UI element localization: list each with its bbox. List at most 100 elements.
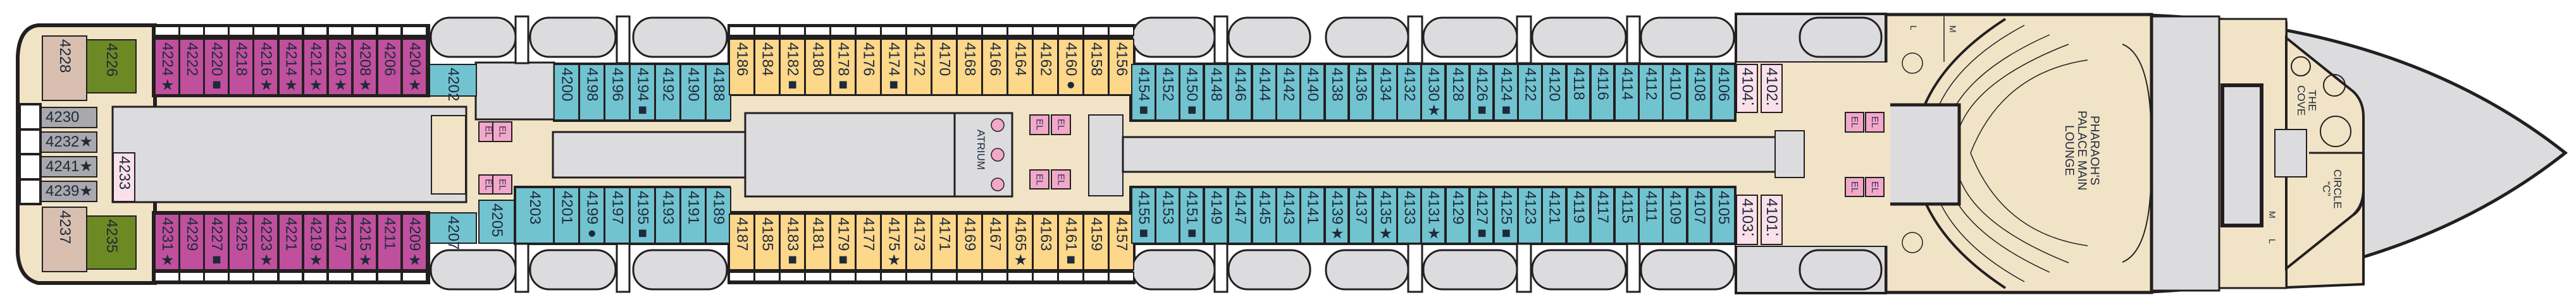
cabin-4187[interactable]: 4187 <box>729 214 755 270</box>
cabin-4108[interactable]: 4108 <box>1687 64 1712 121</box>
cabin-4176[interactable]: 4176 <box>855 39 881 95</box>
cabin-4111[interactable]: 4111 <box>1638 187 1663 244</box>
cabin-4132[interactable]: 4132 <box>1397 64 1421 121</box>
cabin-4141[interactable]: 4141 <box>1300 187 1325 244</box>
cabin-4182[interactable]: 4182■ <box>779 39 805 95</box>
cabin-4233[interactable]: 4233 <box>113 152 135 202</box>
cabin-4155[interactable]: 4155■ <box>1131 187 1156 244</box>
cabin-4169[interactable]: 4169 <box>957 214 982 270</box>
cabin-4121[interactable]: 4121 <box>1542 187 1567 244</box>
cabin-4219[interactable]: 4219★ <box>302 214 328 270</box>
cabin-4183[interactable]: 4183■ <box>779 214 805 270</box>
cabin-4174[interactable]: 4174■ <box>881 39 907 95</box>
cabin-4239[interactable]: 4239★ <box>40 181 97 202</box>
cabin-4115[interactable]: 4115 <box>1614 187 1639 244</box>
cabin-4135[interactable]: 4135★ <box>1373 187 1397 244</box>
cabin-4228[interactable]: 4228 <box>42 35 87 101</box>
cabin-4191[interactable]: 4191 <box>680 187 706 244</box>
cabin-4221[interactable]: 4221 <box>278 214 303 270</box>
cabin-4118[interactable]: 4118 <box>1566 64 1591 121</box>
cabin-4216[interactable]: 4216★ <box>253 39 278 95</box>
cabin-4101[interactable]: 4101⁚ <box>1760 195 1783 245</box>
cabin-4134[interactable]: 4134 <box>1373 64 1397 121</box>
cabin-4138[interactable]: 4138 <box>1324 64 1349 121</box>
cabin-4163[interactable]: 4163 <box>1032 214 1058 270</box>
cabin-4162[interactable]: 4162 <box>1032 39 1058 95</box>
cabin-4232[interactable]: 4232★ <box>40 131 97 153</box>
cabin-4107[interactable]: 4107 <box>1687 187 1712 244</box>
cabin-4209[interactable]: 4209★ <box>402 214 427 270</box>
cabin-4144[interactable]: 4144 <box>1252 64 1277 121</box>
cabin-4149[interactable]: 4149 <box>1203 187 1229 244</box>
cabin-4194[interactable]: 4194■ <box>629 64 655 121</box>
cabin-4212[interactable]: 4212★ <box>302 39 328 95</box>
cabin-4127[interactable]: 4127■ <box>1469 187 1494 244</box>
cabin-4114[interactable]: 4114 <box>1614 64 1639 121</box>
cabin-4102[interactable]: 4102⁚ <box>1760 64 1783 113</box>
cabin-4195[interactable]: 4195■ <box>629 187 655 244</box>
cabin-4188[interactable]: 4188 <box>705 64 731 121</box>
cabin-4122[interactable]: 4122 <box>1518 64 1542 121</box>
cabin-4177[interactable]: 4177 <box>855 214 881 270</box>
cabin-4166[interactable]: 4166 <box>982 39 1008 95</box>
cabin-4106[interactable]: 4106 <box>1711 64 1736 121</box>
cabin-4202[interactable]: 4202 <box>429 64 477 101</box>
cabin-4181[interactable]: 4181 <box>805 214 831 270</box>
cabin-4192[interactable]: 4192 <box>655 64 681 121</box>
cabin-4116[interactable]: 4116 <box>1590 64 1615 121</box>
cabin-4147[interactable]: 4147 <box>1227 187 1253 244</box>
cabin-4193[interactable]: 4193 <box>655 187 681 244</box>
cabin-4196[interactable]: 4196 <box>604 64 630 121</box>
cabin-4200[interactable]: 4200 <box>554 64 579 121</box>
cabin-4185[interactable]: 4185 <box>754 214 780 270</box>
cabin-4119[interactable]: 4119 <box>1566 187 1591 244</box>
cabin-4198[interactable]: 4198 <box>579 64 605 121</box>
cabin-4105[interactable]: 4105 <box>1711 187 1736 244</box>
cabin-4110[interactable]: 4110 <box>1663 64 1688 121</box>
cabin-4103[interactable]: 4103⁚ <box>1736 195 1758 245</box>
cabin-4160[interactable]: 4160● <box>1058 39 1084 95</box>
cabin-4220[interactable]: 4220■ <box>204 39 229 95</box>
cabin-4151[interactable]: 4151■ <box>1179 187 1204 244</box>
cabin-4224[interactable]: 4224★ <box>154 39 180 95</box>
cabin-4128[interactable]: 4128 <box>1445 64 1470 121</box>
cabin-4237[interactable]: 4237 <box>42 207 87 272</box>
cabin-4145[interactable]: 4145 <box>1252 187 1277 244</box>
cabin-4156[interactable]: 4156 <box>1108 39 1134 95</box>
cabin-4129[interactable]: 4129 <box>1445 187 1470 244</box>
cabin-4226[interactable]: 4226 <box>86 39 137 93</box>
cabin-4150[interactable]: 4150■ <box>1179 64 1204 121</box>
cabin-4184[interactable]: 4184 <box>754 39 780 95</box>
cabin-4148[interactable]: 4148 <box>1203 64 1229 121</box>
cabin-4165[interactable]: 4165★ <box>1007 214 1033 270</box>
cabin-4167[interactable]: 4167 <box>982 214 1008 270</box>
cabin-4211[interactable]: 4211 <box>376 214 402 270</box>
cabin-4207[interactable]: 4207 <box>429 212 477 250</box>
cabin-4203[interactable]: 4203 <box>515 187 554 244</box>
cabin-4104[interactable]: 4104⁚ <box>1736 64 1758 113</box>
cabin-4205[interactable]: 4205 <box>478 200 515 244</box>
cabin-4153[interactable]: 4153 <box>1155 187 1180 244</box>
cabin-4231[interactable]: 4231★ <box>154 214 180 270</box>
cabin-4139[interactable]: 4139★ <box>1324 187 1349 244</box>
cabin-4199[interactable]: 4199● <box>579 187 605 244</box>
cabin-4201[interactable]: 4201 <box>554 187 579 244</box>
cabin-4109[interactable]: 4109 <box>1663 187 1688 244</box>
cabin-4146[interactable]: 4146 <box>1227 64 1253 121</box>
cabin-4189[interactable]: 4189 <box>705 187 731 244</box>
cabin-4227[interactable]: 4227■ <box>204 214 229 270</box>
cabin-4158[interactable]: 4158 <box>1083 39 1109 95</box>
cabin-4130[interactable]: 4130★ <box>1421 64 1446 121</box>
cabin-4152[interactable]: 4152 <box>1155 64 1180 121</box>
cabin-4112[interactable]: 4112 <box>1638 64 1663 121</box>
cabin-4204[interactable]: 4204★ <box>402 39 427 95</box>
cabin-4218[interactable]: 4218 <box>228 39 254 95</box>
cabin-4173[interactable]: 4173 <box>906 214 932 270</box>
cabin-4223[interactable]: 4223★ <box>253 214 278 270</box>
cabin-4208[interactable]: 4208★ <box>352 39 378 95</box>
cabin-4131[interactable]: 4131★ <box>1421 187 1446 244</box>
cabin-4179[interactable]: 4179■ <box>830 214 856 270</box>
cabin-4186[interactable]: 4186 <box>729 39 755 95</box>
cabin-4230[interactable]: 4230 <box>40 107 97 128</box>
cabin-4136[interactable]: 4136 <box>1348 64 1373 121</box>
